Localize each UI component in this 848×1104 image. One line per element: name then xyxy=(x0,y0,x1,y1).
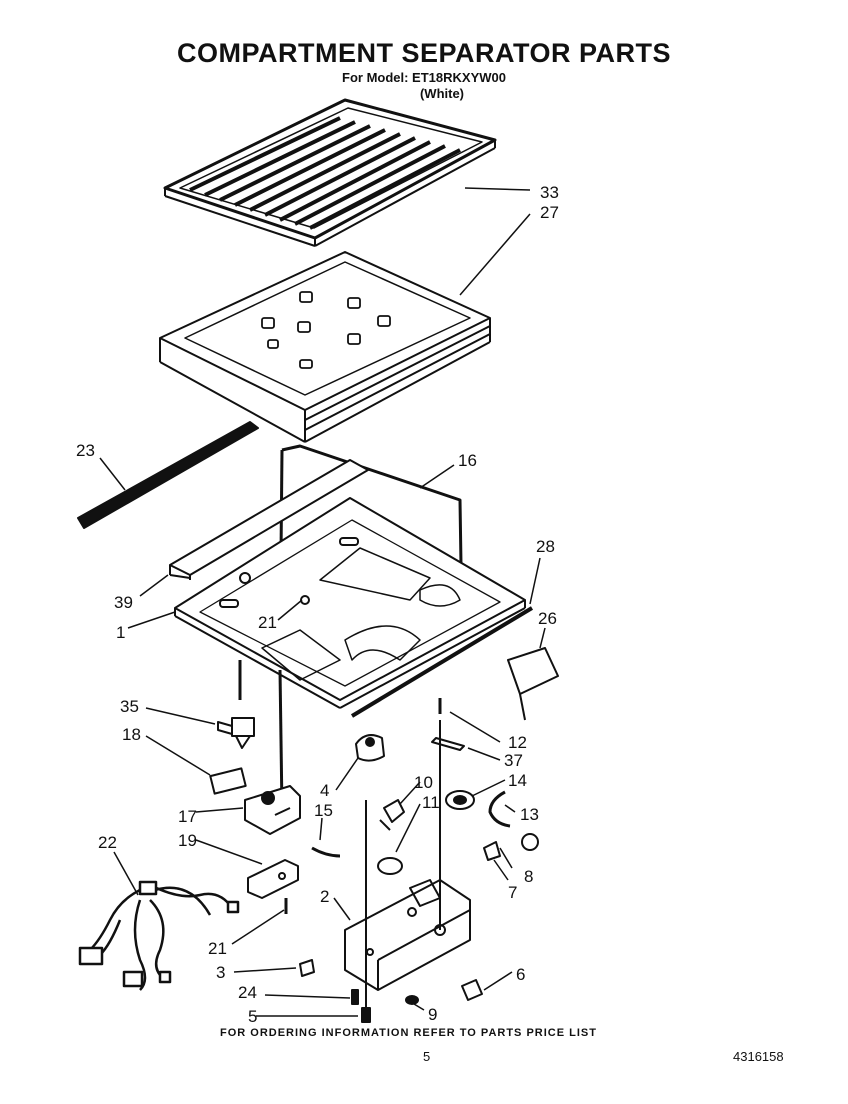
callout-7: 7 xyxy=(508,883,517,902)
callout-labels: 33 27 23 16 28 39 1 21 26 35 18 12 37 4 … xyxy=(76,183,559,1026)
page-number: 5 xyxy=(423,1049,431,1064)
callout-19: 19 xyxy=(178,831,197,850)
part-23-strip xyxy=(77,421,259,529)
callout-8: 8 xyxy=(524,867,533,886)
callout-9: 9 xyxy=(428,1005,437,1024)
part-2-control-box xyxy=(344,720,471,1010)
callout-6: 6 xyxy=(516,965,525,984)
part-8-ring xyxy=(521,833,539,851)
model-number: For Model: ET18RKXYW00 xyxy=(342,70,506,85)
page-title: COMPARTMENT SEPARATOR PARTS xyxy=(176,38,671,68)
leader-lines xyxy=(99,187,546,1017)
part-1-separator xyxy=(174,497,526,709)
part-37-clip xyxy=(431,737,465,751)
part-35-knob xyxy=(217,717,255,749)
part-26-baffle xyxy=(507,647,559,721)
callout-37: 37 xyxy=(504,751,523,770)
callout-16: 16 xyxy=(458,451,477,470)
part-28-strip xyxy=(350,606,534,718)
callout-10: 10 xyxy=(414,773,433,792)
part-9-grommet xyxy=(405,995,419,1005)
callout-11: 11 xyxy=(422,793,440,812)
part-15-clip xyxy=(311,846,341,858)
part-14-gear xyxy=(445,790,475,810)
model-color: (White) xyxy=(419,86,465,101)
part-18-bezel xyxy=(209,767,247,795)
part-27-cover xyxy=(159,251,491,443)
ordering-note: FOR ORDERING INFORMATION REFER TO PARTS … xyxy=(220,1027,597,1039)
callout-28: 28 xyxy=(536,537,555,556)
callout-14: 14 xyxy=(508,771,527,790)
callout-18: 18 xyxy=(122,725,141,744)
callout-2: 2 xyxy=(320,887,329,906)
part-5-screw xyxy=(361,1007,371,1023)
callout-1: 1 xyxy=(116,623,125,642)
callout-33: 33 xyxy=(540,183,559,202)
callout-21-lower: 21 xyxy=(208,939,227,958)
callout-3: 3 xyxy=(216,963,225,982)
part-10-switch xyxy=(379,799,405,831)
callout-12: 12 xyxy=(508,733,527,752)
part-6-connector xyxy=(461,979,483,1001)
part-3-clip xyxy=(299,959,315,977)
part-24-screw xyxy=(351,989,359,1005)
callout-27: 27 xyxy=(540,203,559,222)
callout-23: 23 xyxy=(76,441,95,460)
part-19-bracket xyxy=(247,859,299,899)
part-22-harness xyxy=(78,880,240,991)
part-39-duct xyxy=(169,459,369,580)
part-7-connector xyxy=(483,841,501,861)
callout-4: 4 xyxy=(320,781,329,800)
callout-26: 26 xyxy=(538,609,557,628)
callout-15: 15 xyxy=(314,801,333,820)
part-11-knob xyxy=(377,857,403,875)
callout-39: 39 xyxy=(114,593,133,612)
callout-35: 35 xyxy=(120,697,139,716)
part-13-rod xyxy=(488,790,511,828)
part-33-grille xyxy=(163,98,497,247)
part-17-housing xyxy=(244,785,301,835)
callout-24: 24 xyxy=(238,983,257,1002)
callout-22: 22 xyxy=(98,833,117,852)
callout-17: 17 xyxy=(178,807,197,826)
part-4-socket xyxy=(355,734,385,762)
callout-5: 5 xyxy=(248,1007,257,1026)
callout-13: 13 xyxy=(520,805,539,824)
callout-21-upper: 21 xyxy=(258,613,277,632)
document-number: 4316158 xyxy=(733,1049,784,1064)
